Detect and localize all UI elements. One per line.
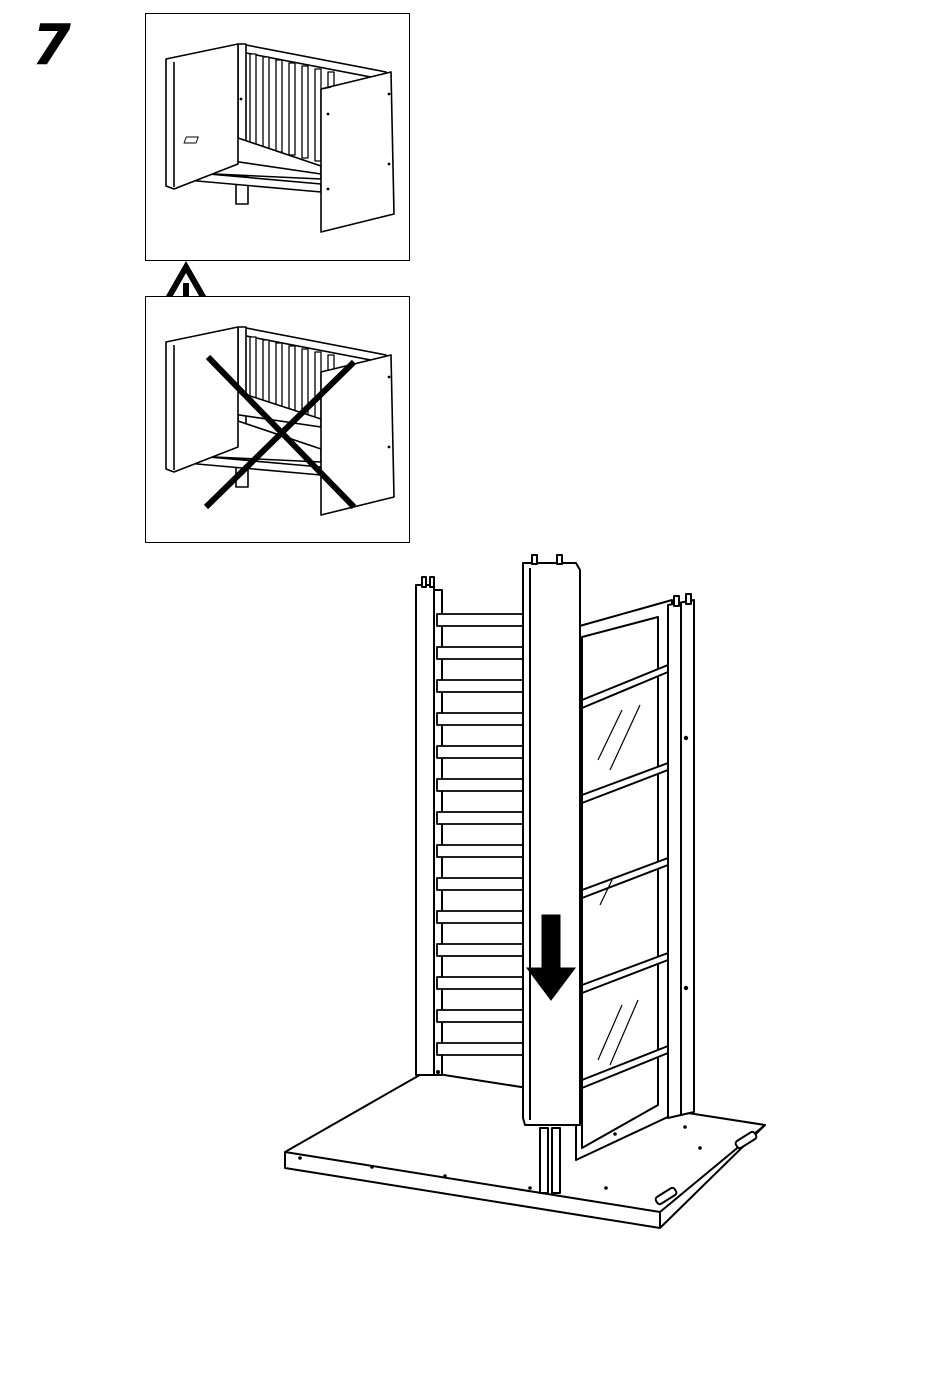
crib-side-assembly-illustration xyxy=(0,0,950,1387)
